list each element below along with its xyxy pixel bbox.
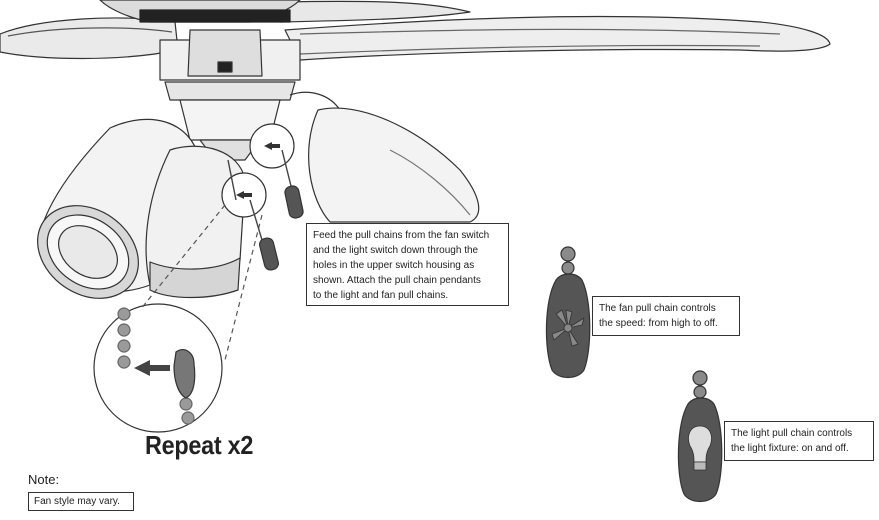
light-shade-right [289, 91, 480, 223]
callout-light-chain: The light pull chain controls the light … [724, 421, 874, 461]
pendant-light-small [259, 237, 279, 271]
note-text: Fan style may vary. [28, 492, 134, 511]
repeat-label: Repeat x2 [145, 430, 254, 460]
fan-pendant-icon [545, 246, 591, 379]
arrow-left-icon [134, 360, 170, 376]
fan-blades [0, 0, 831, 61]
arrow-left-icon [236, 191, 252, 199]
callout-feed-chains: Feed the pull chains from the fan switch… [306, 223, 509, 306]
detail-pendant [173, 349, 196, 399]
light-shade-center [145, 145, 246, 299]
detail-chain-beads [117, 307, 195, 425]
light-bulb-pendant-icon [677, 370, 723, 503]
callout-fan-chain: The fan pull chain controls the speed: f… [592, 296, 740, 336]
note-label: Note: [28, 472, 60, 487]
arrow-left-icon [264, 142, 280, 150]
pendant-fan-small [284, 185, 304, 219]
